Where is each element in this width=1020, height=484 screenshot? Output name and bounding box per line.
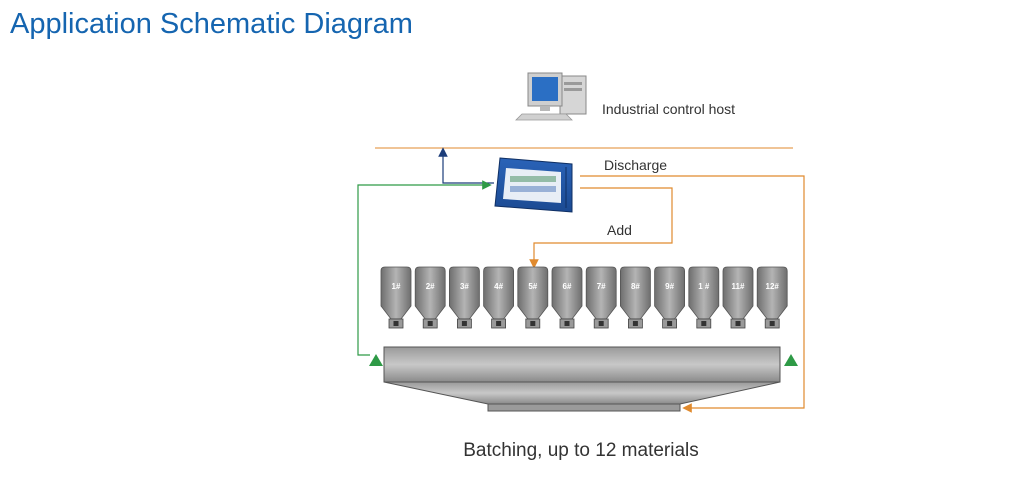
hopper: 1 # (688, 266, 720, 329)
controller-panel (494, 157, 573, 213)
hopper: 5# (517, 266, 549, 329)
computer-icon (515, 72, 587, 121)
hopper-label: 2# (426, 282, 435, 291)
add-label: Add (607, 222, 632, 238)
signal-arrow (357, 180, 492, 356)
hopper: 6# (551, 266, 583, 329)
hopper-label: 8# (631, 282, 640, 291)
batching-tank (369, 346, 798, 412)
hopper-label: 3# (460, 282, 469, 291)
hopper: 4# (483, 266, 514, 329)
hopper-row: 1# 2# 3# 4# 5# 6# 7# 8# 9# 1 # 11# 12# (380, 266, 788, 329)
add-arrow (529, 187, 673, 269)
diagram-caption: Batching, up to 12 materials (463, 440, 699, 461)
hopper: 3# (449, 266, 480, 329)
hopper: 9# (654, 266, 685, 329)
hopper-label: 5# (528, 282, 537, 291)
discharge-label: Discharge (604, 157, 668, 173)
page-title: Application Schematic Diagram (10, 8, 413, 40)
hopper: 2# (414, 266, 446, 329)
hopper: 8# (620, 266, 651, 329)
discharge-arrow (580, 175, 805, 413)
hopper-label: 6# (563, 282, 572, 291)
control-arrow (438, 147, 494, 184)
support-right-icon (784, 354, 798, 366)
hopper-label: 1 # (698, 282, 710, 291)
hopper: 7# (585, 266, 617, 329)
support-left-icon (369, 354, 383, 366)
hopper-label: 7# (597, 282, 606, 291)
hopper: 1# (380, 266, 412, 329)
hopper: 12# (756, 266, 788, 329)
hopper-label: 1# (392, 282, 401, 291)
hopper-label: 11# (732, 282, 745, 291)
hopper-label: 12# (766, 282, 780, 291)
host-label: Industrial control host (602, 101, 736, 117)
hopper: 11# (722, 266, 754, 329)
hopper-label: 4# (494, 282, 503, 291)
hopper-label: 9# (665, 282, 674, 291)
